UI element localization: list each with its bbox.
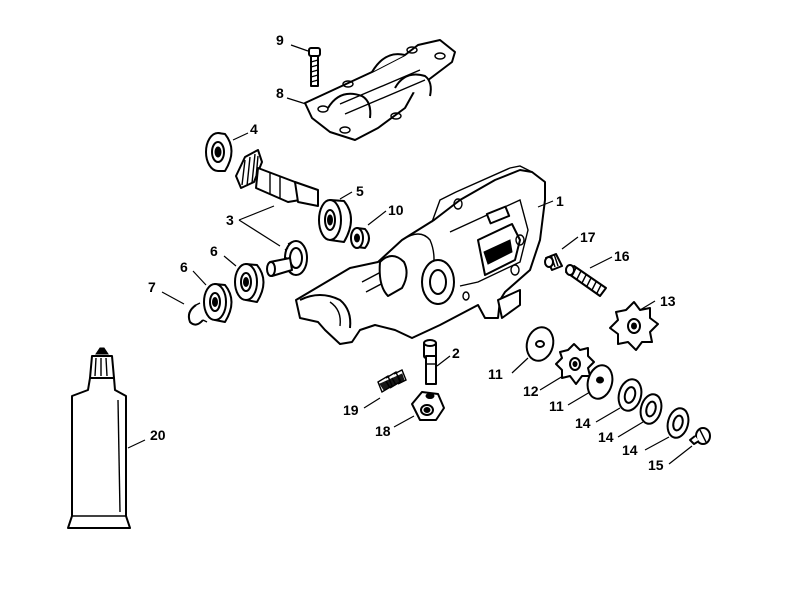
part-14-washers: [617, 378, 690, 439]
callout-3: 3: [226, 212, 234, 228]
part-10-bushing: [350, 227, 370, 249]
callout-12: 12: [523, 383, 539, 399]
callout-2: 2: [452, 345, 460, 361]
callout-11-lower: 11: [549, 398, 564, 414]
callout-11-upper: 11: [488, 366, 503, 382]
part-9-screw: [308, 47, 321, 87]
callout-15: 15: [648, 457, 664, 473]
callout-4: 4: [250, 121, 258, 137]
callout-6-upper: 6: [210, 243, 218, 259]
part-16-threaded-pin: [565, 264, 607, 297]
part-8-clamp-cover: [304, 39, 456, 141]
part-1-gear-housing: [295, 165, 546, 345]
callout-19: 19: [343, 402, 359, 418]
callout-14-c: 14: [622, 442, 638, 458]
part-20-grease-tube: [67, 347, 131, 529]
part-4-bearing: [205, 132, 233, 172]
part-6-bearing-left: [203, 283, 233, 323]
callout-labels: 1 2 3 4 5 6 6 7 8 9 10 11 11 12 13 14 14…: [148, 32, 676, 473]
callout-10: 10: [388, 202, 404, 218]
part-11-washer-lower: [586, 364, 614, 400]
part-3-gear-shaft-upper: [235, 149, 319, 207]
callout-1: 1: [556, 193, 564, 209]
part-18-tensioner-nut: [411, 391, 445, 421]
part-7-circlip: [187, 302, 208, 326]
callout-17: 17: [580, 229, 596, 245]
callout-8: 8: [276, 85, 284, 101]
callout-20: 20: [150, 427, 166, 443]
callout-16: 16: [614, 248, 630, 264]
part-12-sprocket: [555, 343, 595, 385]
part-2-pin: [423, 339, 437, 385]
part-11-washer-upper: [525, 326, 555, 362]
callout-9: 9: [276, 32, 284, 48]
part-19-spring: [377, 369, 407, 394]
part-13-sprocket: [609, 301, 659, 351]
part-3-gear-shaft-lower: [266, 240, 308, 277]
callout-5: 5: [356, 183, 364, 199]
callout-13: 13: [660, 293, 676, 309]
part-15-screw: [689, 427, 711, 445]
callout-14-b: 14: [598, 429, 614, 445]
callout-18: 18: [375, 423, 391, 439]
part-6-bearing-right: [234, 263, 265, 303]
part-17-stud: [544, 253, 563, 271]
callout-14-a: 14: [575, 415, 591, 431]
part-5-bearing: [318, 199, 352, 243]
callout-6-lower: 6: [180, 259, 188, 275]
leader-lines: [127, 44, 693, 465]
callout-7: 7: [148, 279, 156, 295]
